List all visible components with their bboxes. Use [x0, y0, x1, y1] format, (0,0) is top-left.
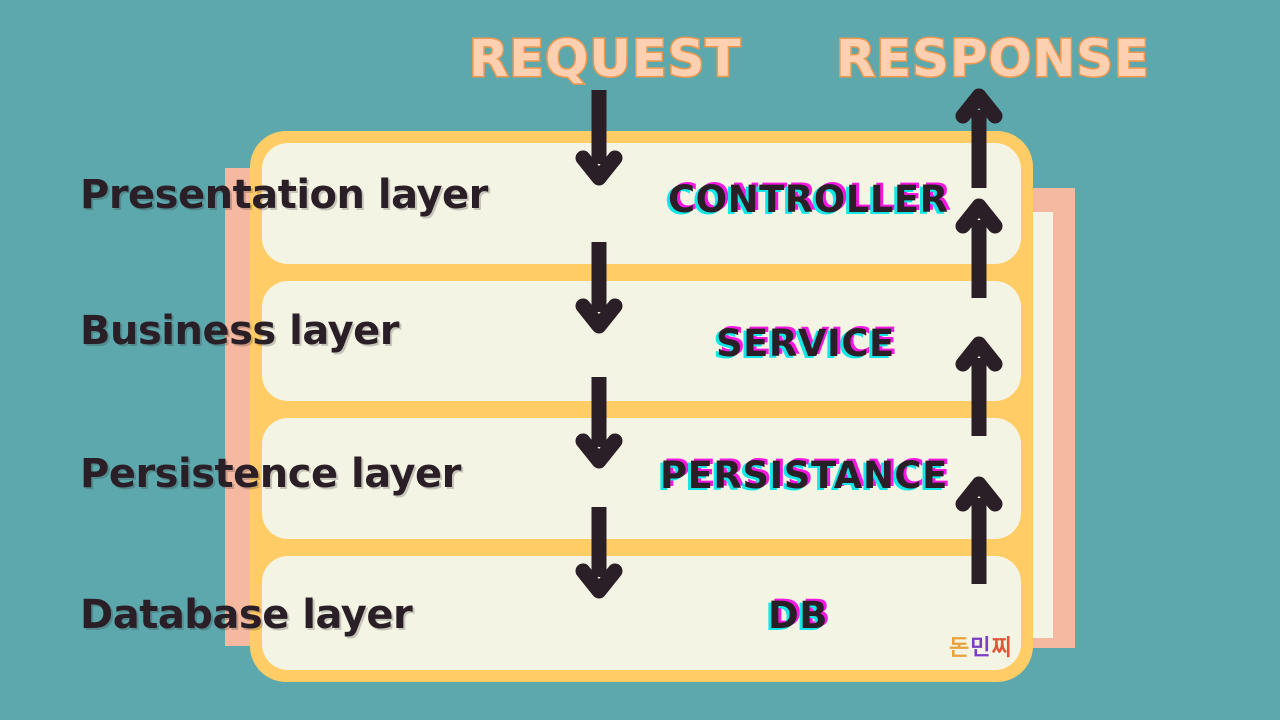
- component-label-persistance: PERSISTANCE: [660, 454, 948, 497]
- layer-card-presentation: [262, 143, 1021, 264]
- response-arrow-4: [955, 476, 1003, 584]
- request-title: REQUEST: [467, 29, 742, 91]
- layer-card-persistence: [262, 418, 1021, 539]
- response-arrow-3: [955, 336, 1003, 436]
- author-watermark: 돈민찌: [949, 630, 1013, 662]
- request-arrow-4: [575, 507, 623, 599]
- component-label-controller: CONTROLLER: [668, 178, 949, 221]
- component-label-service: SERVICE: [716, 322, 895, 365]
- layer-label-database: Database layer: [80, 592, 413, 638]
- layer-label-persistence: Persistence layer: [80, 451, 461, 497]
- response-title: RESPONSE: [835, 29, 1151, 91]
- request-arrow-1: [575, 90, 623, 186]
- layer-label-presentation: Presentation layer: [80, 172, 488, 218]
- watermark-char-2: 민: [970, 636, 992, 661]
- layer-label-business: Business layer: [80, 308, 400, 354]
- layer-card-business: [262, 281, 1021, 401]
- response-arrow-1: [955, 88, 1003, 188]
- watermark-char-3: 찌: [991, 636, 1013, 661]
- layer-card-database: [262, 556, 1021, 670]
- watermark-char-1: 돈: [949, 636, 971, 661]
- request-arrow-2: [575, 242, 623, 334]
- component-label-db: DB: [768, 594, 828, 637]
- response-arrow-2: [955, 198, 1003, 298]
- request-arrow-3: [575, 377, 623, 469]
